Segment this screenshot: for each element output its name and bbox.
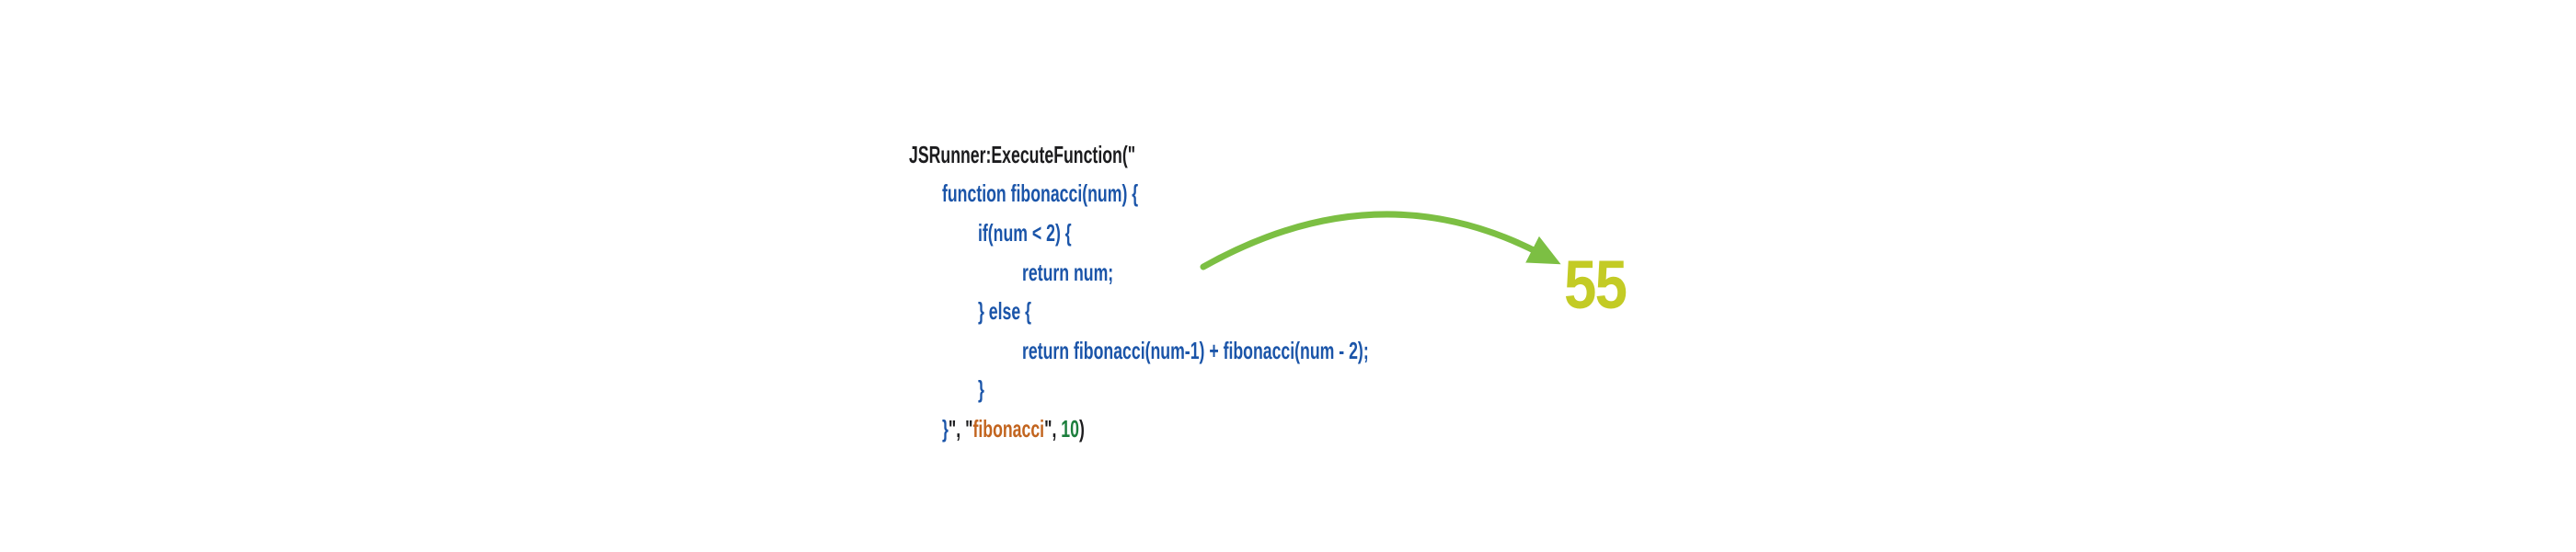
code-segment-plain: ) bbox=[1078, 414, 1085, 443]
code-line: }", "fibonacci", 10) bbox=[909, 409, 1532, 449]
code-block: JSRunner:ExecuteFunction(" function fibon… bbox=[909, 135, 1532, 449]
code-segment-code: } else { bbox=[978, 297, 1032, 326]
result-value-text: 55 bbox=[1564, 247, 1627, 323]
code-line: return fibonacci(num-1) + fibonacci(num … bbox=[909, 331, 1532, 371]
code-line-text: return num; bbox=[1022, 259, 1113, 287]
code-segment-plain: ", " bbox=[948, 414, 973, 443]
code-line: if(num < 2) { bbox=[909, 213, 1532, 253]
code-segment-number: 10 bbox=[1061, 414, 1079, 443]
code-segment-code: } bbox=[942, 414, 949, 443]
code-line: return num; bbox=[909, 253, 1532, 293]
code-segment-code: return fibonacci(num-1) + fibonacci(num … bbox=[1022, 336, 1369, 364]
code-line-text: JSRunner:ExecuteFunction(" bbox=[909, 141, 1135, 169]
code-segment-plain: JSRunner:ExecuteFunction(" bbox=[909, 140, 1136, 168]
code-line-text: } else { bbox=[978, 297, 1031, 326]
code-segment-code: if(num < 2) { bbox=[978, 218, 1072, 247]
code-line: function fibonacci(num) { bbox=[909, 175, 1532, 214]
code-line: } else { bbox=[909, 292, 1532, 331]
code-segment-string: fibonacci bbox=[972, 414, 1045, 443]
curved-arrow-icon bbox=[1200, 211, 1561, 270]
code-line-text: }", "fibonacci", 10) bbox=[942, 415, 1085, 443]
code-line: JSRunner:ExecuteFunction(" bbox=[909, 135, 1532, 175]
result-value: 55 bbox=[1564, 251, 1636, 319]
code-segment-code: return num; bbox=[1022, 258, 1114, 286]
code-line-text: function fibonacci(num) { bbox=[942, 179, 1138, 208]
code-segment-code: function fibonacci(num) { bbox=[942, 179, 1139, 208]
code-line: } bbox=[909, 371, 1532, 410]
code-segment-code: } bbox=[978, 375, 984, 404]
code-segment-plain: ", bbox=[1044, 414, 1062, 443]
code-line-text: return fibonacci(num-1) + fibonacci(num … bbox=[1022, 337, 1369, 365]
arrow-curve bbox=[1200, 211, 1561, 270]
code-line-text: } bbox=[978, 375, 984, 404]
code-line-text: if(num < 2) { bbox=[978, 219, 1072, 247]
